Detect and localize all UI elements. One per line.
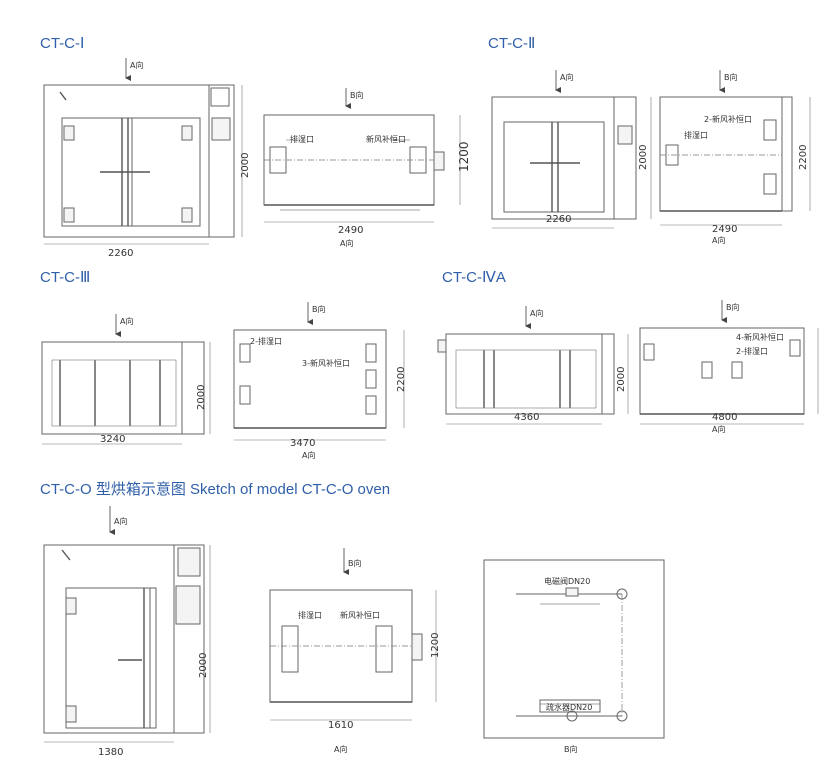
dim-2200-2: 2200 bbox=[396, 367, 407, 392]
b-view-label-2: B向 bbox=[724, 72, 738, 82]
exhaust-label-3: 排湿口 bbox=[298, 610, 322, 620]
ct-c-1-front-view bbox=[43, 84, 243, 245]
dim-1610: 1610 bbox=[328, 720, 353, 731]
solenoid-valve-label: 电磁阀DN20 bbox=[544, 576, 590, 586]
exhaust-label-1: 排湿口 bbox=[290, 134, 314, 144]
a-view-label-2: A向 bbox=[340, 238, 353, 248]
piping-schematic bbox=[483, 559, 665, 739]
dim-2000-1: 2000 bbox=[240, 153, 251, 178]
fresh-air-2-label-1: 2-新风补恒口 bbox=[704, 114, 752, 124]
exhaust-label-2: 排湿口 bbox=[684, 130, 708, 140]
dim-3240: 3240 bbox=[100, 434, 125, 445]
dim-1380: 1380 bbox=[98, 747, 123, 758]
dim-2000-4: 2000 bbox=[616, 367, 627, 392]
a-view-label-1: A向 bbox=[130, 60, 143, 70]
ct-c-3-front-view bbox=[41, 341, 211, 445]
a-view-label-6: A向 bbox=[302, 450, 315, 460]
ct-c-4a-side-view bbox=[639, 327, 819, 425]
dim-2260-2: 2260 bbox=[546, 214, 571, 225]
dim-3470: 3470 bbox=[290, 438, 315, 449]
a-view-label-8: A向 bbox=[712, 424, 725, 434]
dim-2000-2: 2000 bbox=[638, 145, 649, 170]
title-ct-c-3: CT-C-Ⅲ bbox=[40, 269, 91, 286]
fresh-air-4-label: 4-新风补恒口 bbox=[736, 332, 784, 342]
dim-2000-3: 2000 bbox=[196, 385, 207, 410]
fresh-air-3-label: 3-新风补恒口 bbox=[302, 358, 350, 368]
a-view-label-7: A向 bbox=[530, 308, 543, 318]
ct-c-o-side-view bbox=[269, 589, 437, 721]
a-view-label-5: A向 bbox=[120, 316, 133, 326]
b-view-label-1: B向 bbox=[350, 90, 364, 100]
fresh-air-label-2: 新风补恒口 bbox=[340, 610, 380, 620]
exhaust-2-label-1: 2-排湿口 bbox=[250, 336, 282, 346]
ct-c-1-side-view bbox=[263, 114, 461, 223]
a-view-label-3: A向 bbox=[560, 72, 573, 82]
trap-label: 疏水器DN20 bbox=[546, 702, 592, 712]
dim-2260-1: 2260 bbox=[108, 248, 133, 259]
a-view-label-9: A向 bbox=[114, 516, 127, 526]
b-view-label-3: B向 bbox=[312, 304, 326, 314]
ct-c-4a-front-view bbox=[437, 333, 629, 425]
dim-2490-2: 2490 bbox=[712, 224, 737, 235]
fresh-air-label-1: 新风补恒口 bbox=[366, 134, 406, 144]
dim-2200-1: 2200 bbox=[798, 145, 809, 170]
title-ct-c-2: CT-C-Ⅱ bbox=[488, 35, 536, 52]
dim-1200-2: 1200 bbox=[430, 633, 441, 658]
ct-c-2-front-view bbox=[491, 96, 652, 229]
ct-c-2-side-view bbox=[659, 96, 811, 226]
ct-c-o-front-view bbox=[43, 544, 211, 743]
dim-4800: 4800 bbox=[712, 412, 737, 423]
title-ct-c-1: CT-C-Ⅰ bbox=[40, 35, 85, 52]
title-ct-c-o: CT-C-O 型烘箱示意图 Sketch of model CT-C-O ove… bbox=[40, 481, 391, 498]
title-ct-c-4a: CT-C-ⅣA bbox=[442, 269, 506, 286]
exhaust-2-label-2: 2-排湿口 bbox=[736, 346, 768, 356]
b-view-label-4: B向 bbox=[726, 302, 740, 312]
dim-4360: 4360 bbox=[514, 412, 539, 423]
dim-2490-1: 2490 bbox=[338, 225, 363, 236]
dim-1200-1: 1200 bbox=[457, 141, 471, 172]
dim-2000-5: 2000 bbox=[198, 653, 209, 678]
a-view-label-10: A向 bbox=[334, 744, 347, 754]
a-view-label-4: A向 bbox=[712, 235, 725, 245]
b-view-label-5: B向 bbox=[348, 558, 362, 568]
b-view-label-6: B向 bbox=[564, 744, 578, 754]
ct-c-3-side-view bbox=[233, 329, 405, 441]
